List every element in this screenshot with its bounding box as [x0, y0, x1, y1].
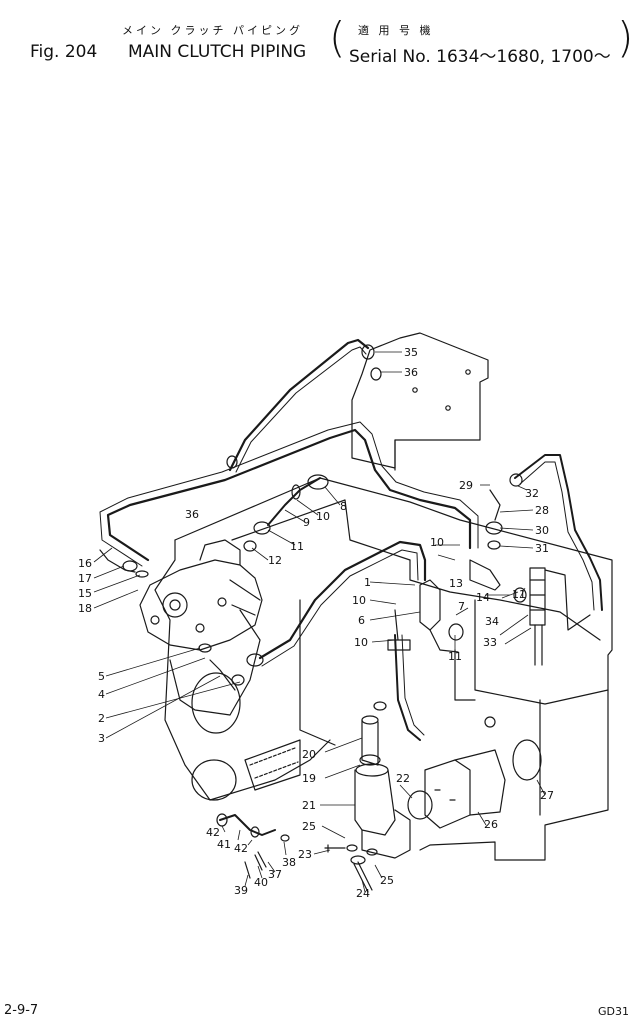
callout-26: 26: [484, 818, 498, 831]
title-japanese: メイン クラッチ パイピング: [122, 24, 303, 37]
callout-23: 23: [298, 848, 312, 861]
callout-21: 21: [302, 799, 316, 812]
callout-10: 10: [352, 594, 366, 607]
callout-41: 41: [217, 838, 231, 851]
callout-12: 12: [268, 554, 282, 567]
callout-34: 34: [485, 615, 499, 628]
strainer-element: [361, 719, 379, 766]
callout-24: 24: [356, 887, 370, 900]
callout-19: 19: [302, 772, 316, 785]
filter-cover: [424, 759, 471, 829]
callout-28: 28: [535, 504, 549, 517]
callout-5: 5: [98, 670, 105, 683]
rear-tank-housing: [351, 332, 489, 469]
pipe-upper-rear: [228, 338, 370, 472]
callout-1: 1: [364, 576, 371, 589]
callout-39: 39: [234, 884, 248, 897]
callout-11: 11: [448, 650, 462, 663]
page-reference: 2-9-7: [4, 1003, 39, 1018]
pipe-right-rear: [514, 454, 603, 611]
serial-range: Serial No. 1634～1680, 1700～: [349, 47, 611, 67]
catalog-code: GD31: [598, 1005, 629, 1018]
open-paren: (: [329, 13, 346, 62]
callout-40: 40: [254, 876, 268, 889]
callout-10: 10: [354, 636, 368, 649]
callout-30: 30: [535, 524, 549, 537]
callout-18: 18: [78, 602, 92, 615]
callout-16: 16: [78, 557, 92, 570]
callout-3: 3: [98, 732, 105, 745]
callout-29: 29: [459, 479, 473, 492]
callout-8: 8: [340, 500, 347, 513]
callout-37: 37: [268, 868, 282, 881]
o-ring-22: [407, 790, 433, 820]
figure-title: MAIN CLUTCH PIPING: [128, 42, 307, 62]
clutch-pump-body: [139, 559, 263, 651]
o-ring-27: [512, 739, 542, 781]
close-paren: ): [617, 13, 634, 62]
callout-14: 14: [476, 591, 490, 604]
callout-10: 10: [430, 536, 444, 549]
callout-11: 11: [290, 540, 304, 553]
callout-4: 4: [98, 688, 105, 701]
callout-7: 7: [458, 600, 465, 613]
figure-header: メイン クラッチ パイピング 適 用 号 機 Fig. 204 MAIN CLU…: [0, 0, 635, 80]
figure-number: Fig. 204: [30, 42, 98, 62]
callout-13: 13: [449, 577, 463, 590]
callout-20: 20: [302, 748, 316, 761]
callout-6: 6: [358, 614, 365, 627]
callout-42: 42: [234, 842, 248, 855]
callout-25: 25: [302, 820, 316, 833]
callout-11: 11: [512, 588, 526, 601]
callout-15: 15: [78, 587, 92, 600]
callout-42: 42: [206, 826, 220, 839]
callout-38: 38: [282, 856, 296, 869]
callout-17: 17: [78, 572, 92, 585]
callout-9: 9: [303, 516, 310, 529]
callout-31: 31: [535, 542, 549, 555]
serial-label-japanese: 適 用 号 機: [358, 24, 434, 37]
callout-33: 33: [483, 636, 497, 649]
callout-2: 2: [98, 712, 105, 725]
callout-27: 27: [540, 789, 554, 802]
control-valve: [419, 579, 441, 631]
callout-10: 10: [316, 510, 330, 523]
callout-22: 22: [396, 772, 410, 785]
transmission-case: [174, 477, 613, 861]
pipe-suction-loop: [106, 428, 472, 562]
callout-36: 36: [185, 508, 199, 521]
housing-bore: [191, 672, 241, 734]
callout-36: 36: [404, 366, 418, 379]
callout-32: 32: [525, 487, 539, 500]
pipe-delivery: [258, 540, 427, 660]
callout-35: 35: [404, 346, 418, 359]
callout-25: 25: [380, 874, 394, 887]
